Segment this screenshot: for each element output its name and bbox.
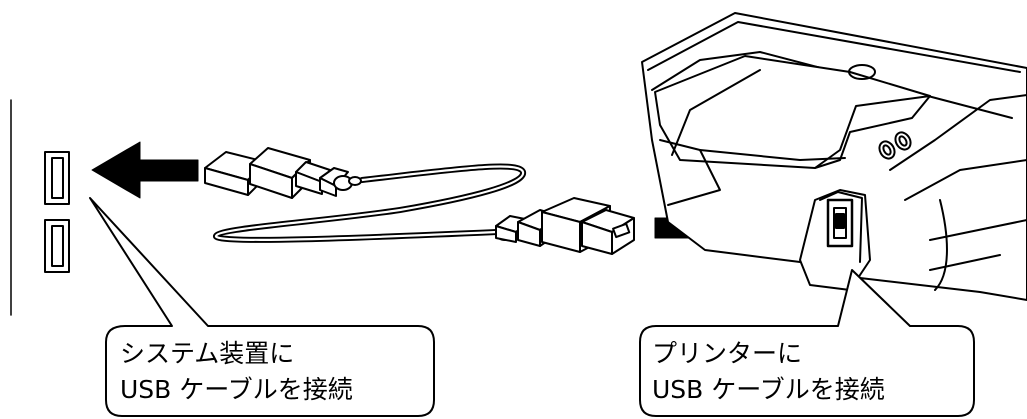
callout-system-text: システム装置に USB ケーブルを接続 xyxy=(120,336,353,408)
callout-system-line1: システム装置に xyxy=(120,339,295,368)
usb-port-lower-icon xyxy=(44,219,70,273)
arrow-left-icon xyxy=(91,141,199,199)
callout-system-line2: USB ケーブルを接続 xyxy=(120,375,353,404)
callout-printer-line2: USB ケーブルを接続 xyxy=(652,375,885,404)
callout-printer-bubble xyxy=(639,269,975,417)
callout-system-bubble xyxy=(89,197,435,417)
printer-icon xyxy=(641,12,1027,301)
callout-printer-text: プリンターに USB ケーブルを接続 xyxy=(652,336,885,408)
usb-port-upper-icon xyxy=(44,151,70,205)
usb-b-connector-icon xyxy=(495,197,635,255)
callout-printer-line1: プリンターに xyxy=(652,339,803,368)
usb-a-connector-icon xyxy=(204,147,362,199)
